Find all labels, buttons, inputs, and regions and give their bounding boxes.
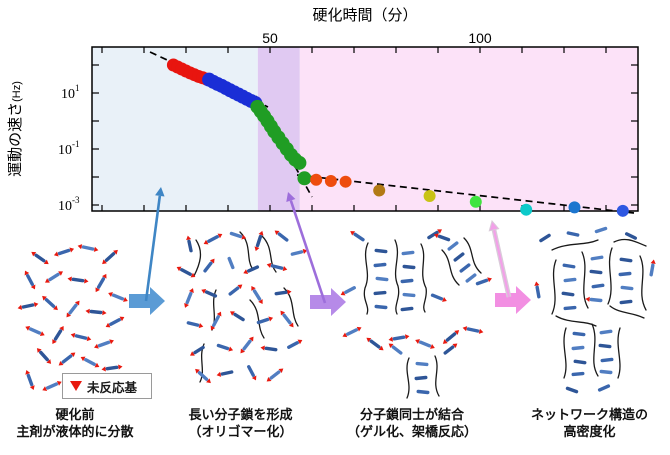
caption-stage-1-line1: 硬化前: [55, 407, 95, 422]
caption-stage-3-line2: （ゲル化、架橋反応）: [346, 424, 477, 439]
scatter-series-gelation-green: [250, 99, 312, 186]
caption-stage-1: 硬化前 主剤が液体的に分散: [0, 406, 150, 440]
plot-background-regions: [92, 47, 638, 211]
x-tick-label-100: 100: [468, 30, 492, 46]
caption-stage-4-line2: 高密度化: [563, 424, 616, 439]
diagram-stage-2-oligomers: [176, 230, 308, 384]
diagram-stage-3-gel-network: [340, 229, 492, 399]
region-liquid-stage: [92, 47, 258, 211]
legend-unreacted-group: 未反応基: [62, 373, 152, 399]
axis-ticks: [92, 47, 638, 211]
diagram-stage-4-dense-network: [534, 226, 656, 394]
block-arrow-stage3-to-4: [495, 286, 531, 314]
y-axis-title: 運動の速さ(Hz): [7, 81, 24, 177]
y-tick-label-10e-1: 10-1: [58, 139, 80, 158]
legend-label: 未反応基: [87, 380, 138, 395]
red-triangle-icon: [70, 381, 82, 391]
caption-stage-2: 長い分子鎖を形成 （オリゴマー化）: [163, 406, 318, 440]
caption-stage-3: 分子鎖同士が結合 （ゲル化、架橋反応）: [332, 406, 492, 440]
caption-stage-2-line1: 長い分子鎖を形成: [188, 407, 293, 422]
caption-stage-4-line1: ネットワーク構造の: [530, 407, 648, 422]
caption-stage-2-line2: （オリゴマー化）: [188, 424, 293, 439]
caption-stage-1-line2: 主剤が液体的に分散: [16, 424, 134, 439]
pointer-arrow-network-region: [488, 219, 512, 298]
diagram-stage-1-monomers: [17, 244, 128, 392]
caption-stage-4: ネットワーク構造の 高密度化: [512, 406, 667, 440]
block-arrow-stage2-to-3: [310, 288, 346, 316]
y-tick-label-10e-3: 10-3: [58, 195, 80, 214]
region-network-stage: [299, 47, 638, 211]
caption-stage-3-line1: 分子鎖同士が結合: [359, 407, 464, 422]
x-tick-label-50: 50: [262, 30, 278, 46]
pointer-arrow-gel-region: [286, 192, 327, 304]
plot-frame: [91, 46, 639, 212]
y-tick-label-10e1: 101: [61, 83, 80, 102]
scatter-series-densification-tail: [310, 173, 629, 217]
pointer-arrow-liquid-region: [144, 187, 165, 302]
x-axis-title: 硬化時間（分）: [312, 7, 417, 24]
